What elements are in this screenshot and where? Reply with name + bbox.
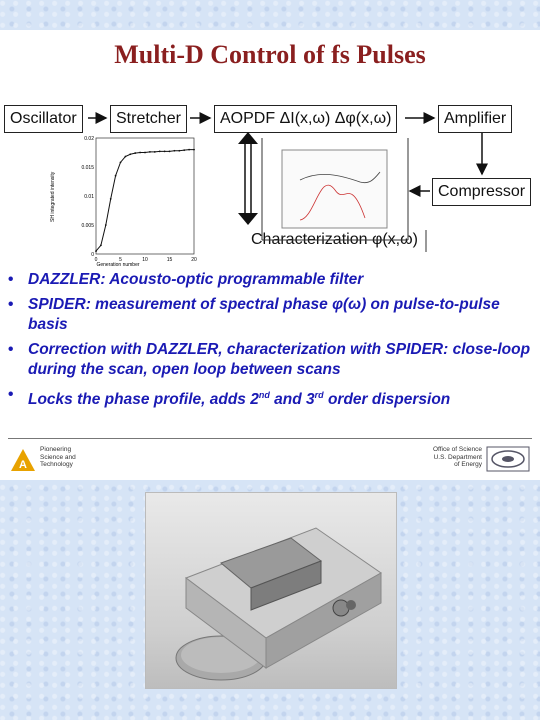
chart-data-point (163, 150, 166, 153)
feedback-arrow-down (238, 213, 258, 225)
aopdf-box: AOPDF ΔI(x,ω) Δφ(x,ω) (214, 105, 398, 133)
chart-ytick-label: 0.02 (84, 136, 94, 142)
bullet-text: Locks the phase profile, adds 2 (28, 391, 259, 409)
footer-right-line3: of Energy (454, 461, 482, 468)
chart-ytick-label: 0.005 (81, 223, 94, 229)
footer-left-line3: Technology (40, 461, 73, 468)
sh-intensity-chart: 0 5 10 15 20 0 0.005 0.01 0.015 0.02 SH integrate… (50, 136, 197, 268)
chart-plot-area (95, 137, 195, 255)
bullet-text: order dispersion (323, 391, 451, 409)
slide-title: Multi-D Control of fs Pulses (114, 40, 426, 69)
bullet-item: •SPIDER: measurement of spectral phase φ… (8, 296, 500, 333)
chart-data-point (119, 161, 122, 164)
chart-xtick-label: 10 (142, 257, 148, 263)
bullet-text: Correction with DAZZLER, characterizatio… (28, 341, 531, 378)
chart-data-point (188, 148, 191, 151)
chart-data-point (178, 149, 181, 152)
bullet-text: and 3 (269, 391, 315, 409)
chart-data-point (183, 149, 186, 152)
oscillator-box: Oscillator (4, 105, 83, 133)
chart-ytick-label: 0.01 (84, 194, 94, 200)
doe-seal-icon (486, 446, 530, 472)
bullet-sup: rd (314, 390, 324, 400)
characterization-frame (261, 138, 427, 252)
amplifier-box: Amplifier (438, 105, 513, 133)
dazzler-device-illustration (175, 527, 382, 681)
diagram-arrows (88, 112, 488, 252)
chart-data-point (158, 150, 161, 153)
bullet-list: •DAZZLER: Acousto-optic programmable fil… (8, 270, 533, 415)
bullet-text: SPIDER: measurement of spectral phase φ(… (28, 296, 500, 333)
footer-separator (8, 438, 532, 439)
chart-data-point (168, 150, 171, 153)
chart-data-point (124, 155, 127, 158)
dazzler-device-photo (145, 492, 397, 689)
bullet-item: •Correction with DAZZLER, characterizati… (8, 341, 531, 378)
chart-ytick-label: 0.015 (81, 165, 94, 171)
chart-data-point (109, 198, 112, 200)
chart-data-point (95, 250, 97, 252)
chart-data-point (100, 244, 102, 247)
chart-data-point (193, 148, 195, 151)
chart-xtick-label: 5 (119, 257, 122, 263)
chart-data-point (114, 174, 117, 177)
chart-xtick-label: 20 (191, 257, 197, 263)
bullet-text: DAZZLER: Acousto-optic programmable filt… (28, 271, 364, 288)
chart-xtick-label: 15 (167, 257, 173, 263)
chart-data-point (149, 151, 151, 153)
feedback-arrow-up (238, 132, 258, 144)
footer-right-line2: U.S. Department (433, 453, 482, 461)
compressor-box: Compressor (432, 178, 532, 206)
chart-xlabel: Generation number (96, 262, 139, 268)
chart-ytick-label: 0 (91, 252, 94, 258)
chart-data-point (134, 152, 137, 154)
footer-left-line2: Science and (40, 453, 76, 461)
footer-right-line1: Office of Science (432, 446, 482, 453)
svg-text:A: A (19, 459, 27, 471)
bullet-item: •DAZZLER: Acousto-optic programmable fil… (8, 271, 364, 288)
chart-data-point (129, 153, 132, 156)
chart-ylabel: SH integrated intensity (50, 171, 56, 222)
pioneering-logo-icon: A (11, 449, 35, 471)
chart-data-point (104, 224, 107, 226)
footer-left-line1: Pioneering (40, 446, 72, 453)
bullet-sup: nd (258, 390, 270, 400)
bullet-item: •Locks the phase profile, adds 2nd and 3… (8, 386, 451, 409)
chart-data-point (173, 149, 176, 152)
chart-data-point (144, 151, 146, 154)
chart-data-point (153, 151, 156, 153)
slide: Multi-D Control of fs Pulses Oscillator … (0, 30, 540, 480)
stretcher-box: Stretcher (110, 105, 187, 133)
chart-data-point (139, 151, 141, 154)
chart-xtick-label: 0 (95, 257, 98, 263)
